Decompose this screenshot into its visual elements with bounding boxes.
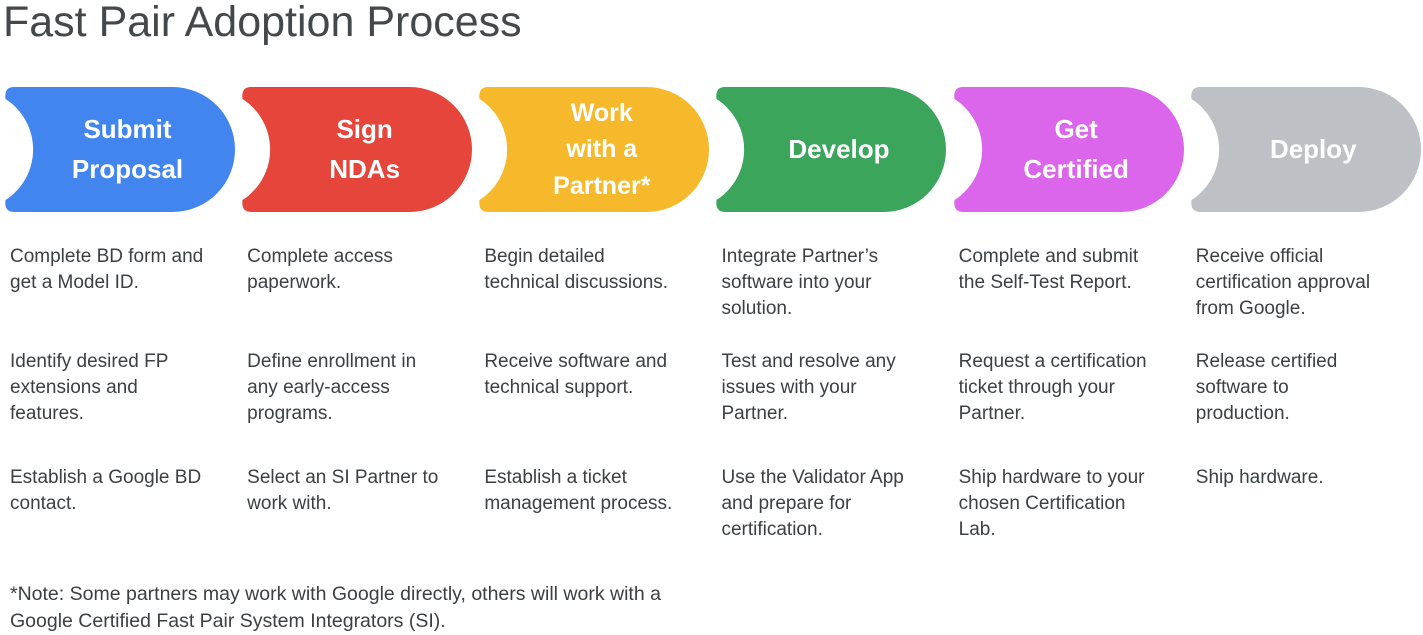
step-description: Use the Validator App and prepare for ce… bbox=[721, 467, 904, 540]
step-shape-deploy: Deploy bbox=[1188, 87, 1421, 212]
arrow-segment-icon bbox=[1191, 87, 1421, 212]
step-shape-submit-proposal: Submit Proposal bbox=[2, 87, 235, 212]
step-description: Select an SI Partner to work with. bbox=[247, 467, 439, 514]
arrow-segment-icon bbox=[5, 87, 235, 212]
step-shape-work-with-partner: Work with a Partner* bbox=[476, 87, 710, 212]
description-row-2: Identify desired FP extensions and featu… bbox=[0, 349, 1423, 427]
step-description: Release certified software to production… bbox=[1195, 351, 1338, 424]
step-shape-get-certified: Get Certified bbox=[951, 87, 1184, 212]
step-description: Integrate Partner’s software into your s… bbox=[721, 246, 879, 319]
step-shape-sign-ndas: Sign NDAs bbox=[239, 87, 473, 212]
step-label-develop: Develop bbox=[788, 134, 890, 164]
step-description: Complete and submit the Self-Test Report… bbox=[958, 246, 1139, 293]
step-description: Identify desired FP extensions and featu… bbox=[10, 351, 169, 424]
page-title: Fast Pair Adoption Process bbox=[3, 0, 522, 46]
step-description: Test and resolve any issues with your Pa… bbox=[721, 351, 896, 424]
arrow-segment-icon bbox=[479, 87, 710, 212]
step-description: Establish a ticket management process. bbox=[484, 467, 673, 514]
step-description: Ship hardware. bbox=[1195, 467, 1324, 488]
description-row-1: Complete BD form and get a Model ID. Com… bbox=[0, 244, 1423, 322]
arrow-segment-icon bbox=[716, 87, 947, 212]
process-step-band: Submit Proposal Sign NDAs Work with a Pa… bbox=[0, 87, 1423, 212]
step-label-work-with-partner: Work with a Partner* bbox=[553, 99, 651, 200]
step-description: Receive software and technical support. bbox=[484, 351, 668, 398]
step-description: Receive official certification approval … bbox=[1195, 246, 1371, 319]
step-description: Begin detailed technical discussions. bbox=[484, 246, 669, 293]
step-label-get-certified: Get Certified bbox=[1023, 113, 1129, 184]
step-description: Define enrollment in any early-access pr… bbox=[247, 351, 417, 424]
step-label-sign-ndas: Sign NDAs bbox=[329, 113, 401, 184]
footnote: *Note: Some partners may work with Googl… bbox=[10, 583, 661, 632]
description-row-3: Establish a Google BD contact. Select an… bbox=[0, 465, 1423, 543]
step-shape-develop: Develop bbox=[713, 87, 947, 212]
arrow-segment-icon bbox=[953, 87, 1184, 212]
step-label-submit-proposal: Submit Proposal bbox=[71, 113, 184, 184]
step-description: Establish a Google BD contact. bbox=[10, 467, 202, 514]
step-label-deploy: Deploy bbox=[1269, 134, 1357, 164]
step-description: Complete BD form and get a Model ID. bbox=[10, 246, 204, 293]
step-description: Complete access paperwork. bbox=[247, 246, 393, 293]
step-description: Ship hardware to your chosen Certificati… bbox=[958, 467, 1145, 540]
arrow-segment-icon bbox=[242, 87, 473, 212]
step-description: Request a certification ticket through y… bbox=[958, 351, 1147, 424]
